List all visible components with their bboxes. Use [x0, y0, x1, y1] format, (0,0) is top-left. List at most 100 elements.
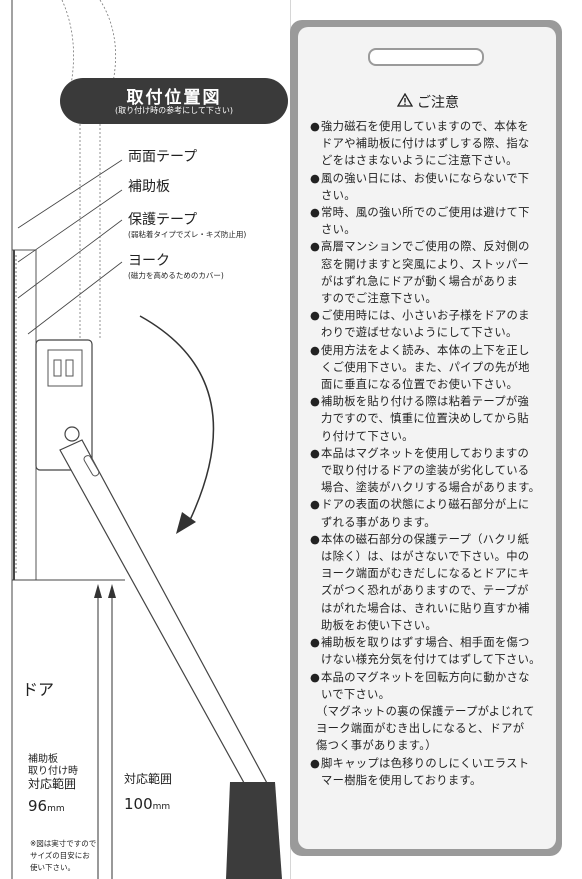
caution-note-line: ドアの表面の状態により磁石部分が上に	[321, 498, 530, 512]
bullet-icon: ●	[310, 309, 321, 323]
caution-note: ●本品のマグネットを回転方向に動かさないで下さい。	[310, 669, 560, 703]
caution-note-line: 高層マンションでご使用の際、反対側の	[321, 240, 530, 254]
caution-note-line: がはずれ急にドアが動く場合がありま	[321, 274, 519, 288]
caution-note-line: 脚キャップは色移りのしにくいエラスト	[321, 756, 530, 770]
dimension-arrow	[94, 584, 102, 598]
caution-heading-text: ご注意	[417, 95, 459, 111]
leader-line	[27, 261, 123, 335]
foot-cap	[226, 782, 282, 879]
bullet-icon: ●	[310, 395, 321, 409]
caution-note-line: ご使用時には、小さいお子様をドアのま	[321, 309, 530, 323]
range-b-value: 100mm	[124, 795, 170, 813]
caution-note-line: ヨーク端面がむき出しになると、ドアが	[316, 722, 525, 736]
caution-note-line: くご使用下さい。また、パイプの先が地	[321, 360, 530, 374]
magnet-face	[47, 349, 83, 387]
label-aux-install-2: 取り付け時	[28, 766, 78, 777]
label-yoke: ヨーク	[128, 253, 170, 269]
caution-note: ●ドアの表面の状態により磁石部分が上にずれる事があります。	[310, 496, 560, 530]
caution-note-line: ズがつく恐れがありますので、テープが	[321, 584, 529, 598]
label-door: ドア	[22, 680, 55, 699]
caution-note: ●本体の磁石部分の保護テープ（ハクリ紙は除く）は、はがさないで下さい。中のヨーク…	[310, 531, 560, 634]
hang-hole	[368, 48, 484, 66]
bullet-icon: ●	[310, 240, 321, 254]
bullet-icon: ●	[310, 532, 321, 546]
installation-diagram-card: 取付位置図 (取り付け時の参考にして下さい) 両面テープ 補助板 保護テープ (…	[11, 0, 291, 879]
magnet-slot	[65, 359, 74, 377]
caution-note-line: ヨーク端面がむきだしになるとドアにキ	[321, 567, 530, 581]
footnote-line-2: サイズの目安にお	[30, 851, 90, 860]
warning-triangle-icon	[396, 92, 414, 111]
label-range-a: 対応範囲	[28, 777, 77, 791]
caution-note-line: 補助板を取りはずす場合、相手面を傷つ	[321, 636, 530, 650]
bullet-icon: ●	[310, 120, 321, 133]
caution-note: ●高層マンションでご使用の際、反対側の窓を開けますと突風により、ストッパーがはず…	[310, 238, 560, 307]
caution-note-line: 力ですので、慎重に位置決めしてから貼	[321, 412, 529, 426]
label-aux-plate: 補助板	[128, 179, 170, 195]
bullet-icon: ●	[310, 756, 321, 770]
caution-note-line: 本品のマグネットを回転方向に動かさな	[321, 670, 530, 684]
caution-note: ●強力磁石を使用していますので、本体をドアや補助板に付けはずしする際、指などをは…	[310, 118, 560, 170]
bullet-icon: ●	[310, 636, 321, 650]
caution-note: ●使用方法をよく読み、本体の上下を正しくご使用下さい。また、パイプの先が地面に垂…	[310, 342, 560, 394]
caution-note-line: 常時、風の強い所でのご使用は避けて下	[321, 206, 530, 220]
caution-note-line: けない様充分気を付けてはずして下さい。	[321, 653, 541, 667]
caution-notes-list: ●強力磁石を使用していますので、本体をドアや補助板に付けはずしする際、指などをは…	[310, 118, 560, 789]
label-protect-tape: 保護テープ	[128, 212, 198, 228]
installation-diagram	[11, 0, 282, 879]
diagram-subtitle: (取り付け時の参考にして下さい)	[114, 106, 233, 115]
caution-note-line: 本品はマグネットを使用しておりますの	[321, 446, 530, 460]
rotation-arrow-head	[176, 512, 196, 534]
caution-note: ●常時、風の強い所でのご使用は避けて下さい。	[310, 204, 560, 238]
caution-note-line: 使用方法をよく読み、本体の上下を正し	[321, 343, 530, 357]
footnote-line-1: ※図は実寸ですので	[30, 839, 97, 848]
bullet-icon: ●	[310, 171, 321, 185]
caution-note: ●本品はマグネットを使用しておりますので取り付けるドアの塗装が劣化している場合、…	[310, 445, 560, 497]
range-b-unit: mm	[152, 802, 171, 812]
bullet-icon: ●	[310, 670, 321, 684]
range-a-unit: mm	[47, 804, 65, 814]
caution-note: ●脚キャップは色移りのしにくいエラストマー樹脂を使用しております。	[310, 755, 560, 789]
caution-note: ●補助板を取りはずす場合、相手面を傷つけない様充分気を付けてはずして下さい。	[310, 634, 560, 668]
caution-note-line: 傷つく事があります。）	[316, 739, 437, 753]
caution-note-line: さい。	[321, 188, 356, 202]
caution-note-line: わりで遊ばせないようにして下さい。	[321, 326, 518, 340]
bullet-icon: ●	[310, 446, 321, 460]
caution-note-line: （マグネットの裏の保護テープがよじれて	[316, 704, 535, 718]
dashed-guide	[99, 0, 117, 96]
caution-note-line: どをはさまないようにご注意下さい。	[321, 154, 518, 168]
caution-note: ●風の強い日には、お使いにならないで下さい。	[310, 170, 560, 204]
caution-note-line: 風の強い日には、お使いにならないで下	[321, 171, 530, 185]
caution-heading: ご注意	[300, 92, 556, 112]
leader-line	[17, 189, 123, 263]
caution-note-line: いで下さい。	[321, 687, 391, 701]
bullet-icon: ●	[310, 206, 321, 220]
diagram-title: 取付位置図	[126, 88, 222, 108]
caution-note-line: 補助板を貼り付ける際は粘着テープが強	[321, 395, 530, 409]
caution-note-line: 窓を開けますと突風により、ストッパー	[321, 257, 530, 271]
pipe-arm	[59, 439, 269, 791]
caution-note-line: はがれた場合は、きれいに貼り直すか補	[321, 601, 530, 615]
caution-note-line: ずれる事があります。	[321, 515, 436, 529]
caution-note-line: 強力磁石を使用していますので、本体を	[321, 120, 529, 133]
caution-note: ●ご使用時には、小さいお子様をドアのまわりで遊ばせないようにして下さい。	[310, 307, 560, 341]
range-a-number: 96	[28, 797, 48, 815]
caution-note-line: さい。	[321, 223, 356, 237]
caution-note: （マグネットの裏の保護テープがよじれてヨーク端面がむき出しになると、ドアが傷つく…	[310, 703, 560, 755]
pivot-pin	[64, 426, 80, 442]
label-yoke-sub: (磁力を高めるためのカバー)	[128, 271, 224, 280]
title-pill: 取付位置図 (取り付け時の参考にして下さい)	[60, 78, 288, 124]
rotation-arrow	[139, 315, 215, 521]
magnet-slot	[53, 359, 62, 377]
caution-note: ●補助板を貼り付ける際は粘着テープが強力ですので、慎重に位置決めしてから貼り付け…	[310, 393, 560, 445]
pipe-slot	[83, 455, 100, 477]
caution-note-line: で取り付けるドアの塗装が劣化している	[321, 464, 530, 478]
caution-note-line: 場合、塗装がハクリする場合があります。	[321, 481, 541, 495]
caution-note-line: 助板をお使い下さい。	[321, 618, 437, 632]
caution-note-line: 面に垂直になる位置でお使い下さい。	[321, 378, 519, 392]
label-range-b: 対応範囲	[124, 772, 173, 786]
range-a-value: 96mm	[28, 797, 65, 815]
label-aux-install-1: 補助板	[28, 754, 58, 765]
caution-note-line: は除く）は、はがさないで下さい。中の	[321, 550, 530, 564]
caution-card	[298, 27, 556, 849]
leader-line	[17, 159, 123, 229]
